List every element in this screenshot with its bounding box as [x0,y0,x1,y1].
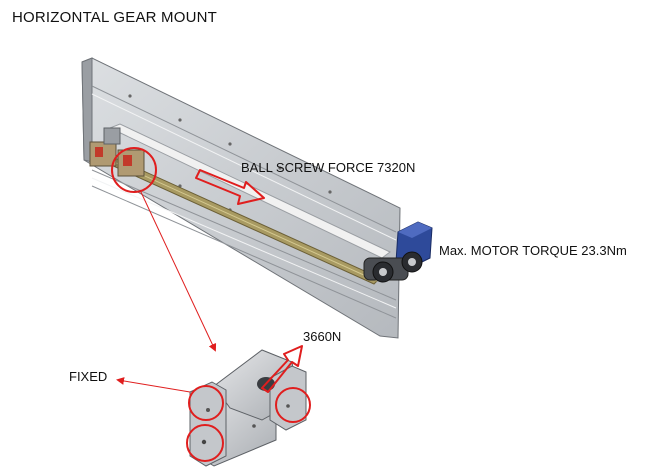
mounting-plate [81,57,401,339]
highlight-circle-fixed-upper [188,385,224,421]
fixed-label: FIXED [69,369,108,384]
guide-rod [108,123,391,259]
clamp-force-arrow [261,345,303,393]
motor-assembly [363,221,433,283]
ball-screw-force-label: BALL SCREW FORCE 7320N [241,160,416,175]
page-title: HORIZONTAL GEAR MOUNT [12,9,218,26]
motor-torque-label: Max. MOTOR TORQUE 23.3Nm [439,243,627,258]
fixed-leader-line [116,377,191,393]
left-end-blocks [89,127,145,177]
highlight-circle-upper [111,147,157,193]
highlight-circle-fixed-lower [186,424,224,462]
clamp-force-label: 3660N [303,329,342,344]
highlight-circle-load [275,387,311,423]
ball-screw-force-arrow [195,169,265,205]
detail-leader-line [139,189,217,352]
